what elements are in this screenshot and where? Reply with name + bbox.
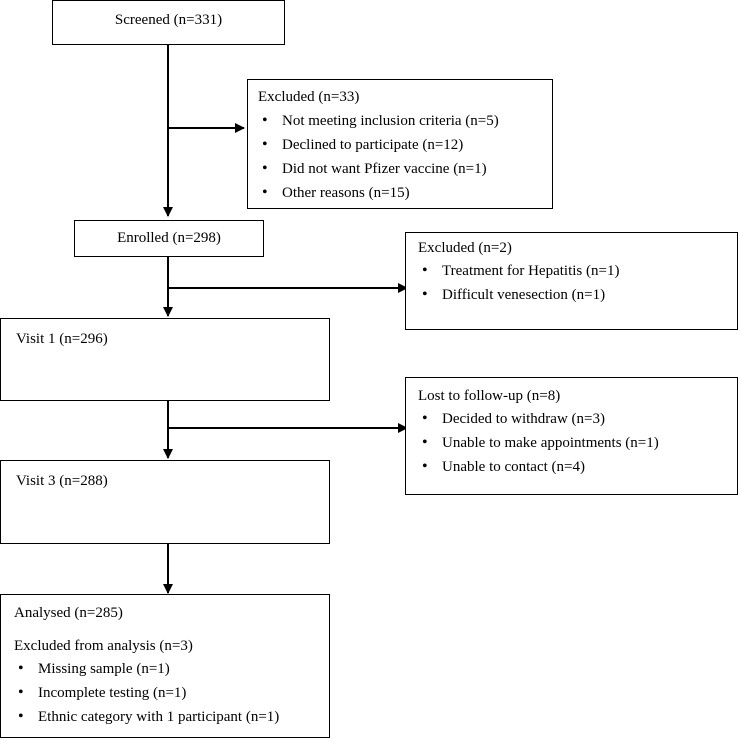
list-item: Ethnic category with 1 participant (n=1) [14, 705, 329, 729]
list-item: Unable to make appointments (n=1) [418, 431, 737, 455]
screened-box: Screened (n=331) [52, 0, 285, 45]
visit1-label: Visit 1 (n=296) [16, 331, 108, 347]
visit1-box: Visit 1 (n=296) [0, 318, 330, 401]
list-item: Declined to participate (n=12) [258, 133, 552, 157]
analysed-box: Analysed (n=285) Excluded from analysis … [0, 594, 330, 738]
analysed-exclusion-list: Missing sample (n=1) Incomplete testing … [14, 657, 329, 729]
list-item: Treatment for Hepatitis (n=1) [418, 259, 737, 283]
enrolled-label: Enrolled (n=298) [117, 230, 221, 246]
excluded-enrolment-list: Treatment for Hepatitis (n=1) Difficult … [418, 259, 737, 307]
lost-followup-list: Decided to withdraw (n=3) Unable to make… [418, 407, 737, 479]
list-item: Other reasons (n=15) [258, 181, 552, 205]
excluded-enrolment-box: Excluded (n=2) Treatment for Hepatitis (… [405, 232, 738, 330]
screened-label: Screened (n=331) [114, 12, 223, 28]
list-item: Not meeting inclusion criteria (n=5) [258, 109, 552, 133]
lost-followup-title: Lost to follow-up (n=8) [418, 388, 561, 404]
excluded-screening-list: Not meeting inclusion criteria (n=5) Dec… [258, 109, 552, 205]
excluded-screening-box: Excluded (n=33) Not meeting inclusion cr… [247, 79, 553, 209]
lost-followup-box: Lost to follow-up (n=8) Decided to withd… [405, 377, 738, 495]
excluded-enrolment-title: Excluded (n=2) [418, 240, 512, 256]
analysed-subtitle: Excluded from analysis (n=3) [14, 638, 193, 654]
visit3-box: Visit 3 (n=288) [0, 460, 330, 544]
enrolled-box: Enrolled (n=298) [74, 220, 264, 257]
list-item: Decided to withdraw (n=3) [418, 407, 737, 431]
list-item: Did not want Pfizer vaccine (n=1) [258, 157, 552, 181]
list-item: Incomplete testing (n=1) [14, 681, 329, 705]
excluded-screening-title: Excluded (n=33) [258, 89, 360, 105]
list-item: Missing sample (n=1) [14, 657, 329, 681]
list-item: Unable to contact (n=4) [418, 455, 737, 479]
list-item: Difficult venesection (n=1) [418, 283, 737, 307]
visit3-label: Visit 3 (n=288) [16, 473, 108, 489]
analysed-title: Analysed (n=285) [14, 605, 123, 621]
